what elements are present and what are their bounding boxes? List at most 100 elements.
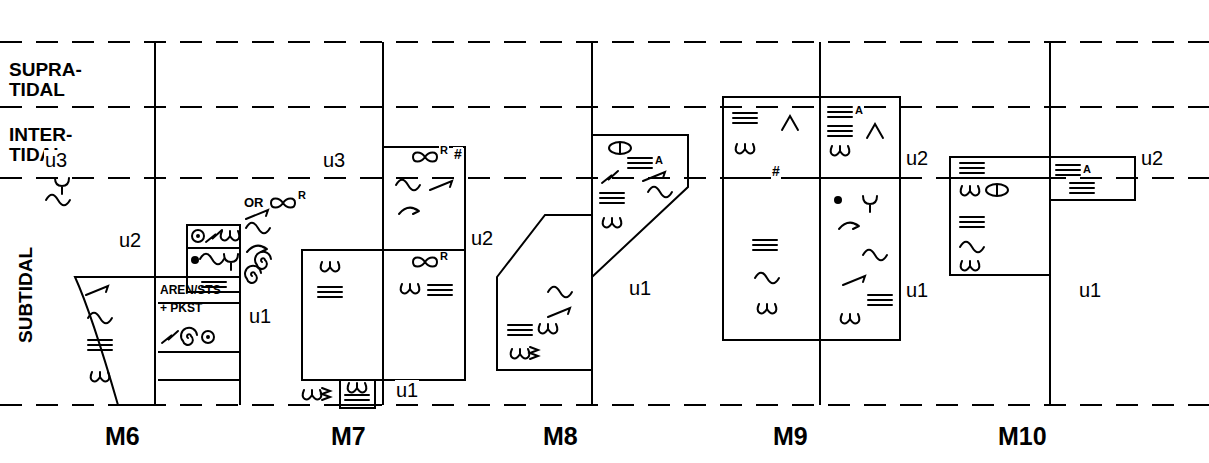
inf-symbol [413,258,437,267]
burrow-symbol [511,349,529,358]
oval-symbol [986,184,1008,196]
eq-symbol [88,340,112,350]
facies-box [340,380,375,408]
symbol-label: # [453,147,463,162]
eq-symbol [600,193,624,203]
cup-symbol [863,196,877,212]
fish-symbol [399,208,419,214]
zone-label: SUBTIDAL [16,246,36,344]
facies-box [155,276,240,278]
wig-symbol [648,187,672,198]
burrow-symbol [91,372,109,381]
lithology-text: AREN/STS + PKST [160,281,226,317]
section-name: M10 [997,423,1048,449]
burrow-symbol [401,284,419,293]
unit-label: u1 [395,380,419,401]
burrow-symbol [961,261,979,270]
dot-symbol [191,256,199,264]
burrow-symbol [221,231,239,240]
superscript-label: R [439,145,449,157]
fish-symbol [839,223,859,229]
section-name: M7 [330,423,367,449]
facies-box [1050,157,1135,200]
unit-label: u2 [905,148,929,169]
superscript-label: R [439,251,449,263]
superscript-label: R [297,190,307,202]
wig-symbol [863,250,887,261]
unit-label: u3 [44,150,68,171]
eq-symbol [628,158,652,168]
cup-symbol [55,178,69,194]
zone-boundary [0,177,1209,179]
arrow-symbol [86,286,108,295]
eq-symbol [753,240,777,250]
zone-label: SUPRA- TIDAL [8,60,90,100]
facies-box [187,247,240,249]
burrow-symbol [321,262,339,271]
eq-symbol [960,163,984,173]
wig-symbol [396,180,420,191]
facies-box: AREN/STS + PKST [158,280,232,318]
unit-label: u1 [905,280,929,301]
squig-symbol [530,347,538,359]
burrow-symbol [603,218,621,227]
burrow-symbol [736,144,754,153]
section-name: M8 [542,423,579,449]
unit-label: u1 [628,278,652,299]
spiral-symbol [245,266,261,283]
oval-symbol [609,142,631,154]
burrow-symbol [348,383,366,392]
superscript-label: A [1082,164,1092,176]
facies-box [592,135,688,277]
superscript-label: A [854,105,864,117]
facies-divider [158,379,240,381]
burrow-symbol [841,314,859,323]
bolt-symbol [206,230,222,242]
eq-symbol [1056,165,1080,175]
unit-label: u2 [470,228,494,249]
caret-symbol [867,124,883,138]
burrow-symbol [831,146,849,155]
cup-symbol [224,254,238,270]
circ-symbol [202,331,214,343]
inf-symbol [271,199,295,208]
burrow-symbol [758,304,776,313]
facies-box [187,225,240,292]
bolt-symbol [602,171,618,183]
burrow-symbol [303,390,321,399]
arrow-symbol [643,172,665,181]
wig-symbol [246,223,270,234]
wig-symbol [960,242,984,253]
zone-boundary [0,106,1209,108]
unit-label: u1 [1078,280,1102,301]
unit-label: u3 [322,150,346,171]
section-name: M6 [104,423,141,449]
arrow-symbol [843,276,865,285]
eq-symbol [428,285,452,295]
facies-box [383,147,465,250]
section-name: M9 [772,423,809,449]
zone-boundary [0,41,1209,43]
burrow-symbol [961,186,979,195]
squig-symbol [322,388,330,400]
superscript-label: A [654,155,664,167]
eq-symbol [868,295,892,305]
facies-box [497,215,592,370]
facies-divider [723,177,900,179]
facies-divider [950,177,1050,179]
facies-box [302,250,465,380]
unit-label: u1 [248,306,272,327]
unit-label: u2 [1140,148,1164,169]
eq-symbol [345,395,369,405]
wig-symbol [548,287,572,298]
facies-box [950,157,1050,275]
arrow-symbol [430,181,452,190]
eq-symbol [960,217,984,227]
wig-symbol [88,313,112,324]
facies-divider [158,351,240,353]
arrow-symbol [548,308,570,317]
dot-symbol [834,196,842,204]
zone-boundary [0,404,1209,406]
eq-symbol [828,107,852,117]
bolt-symbol [162,331,178,343]
